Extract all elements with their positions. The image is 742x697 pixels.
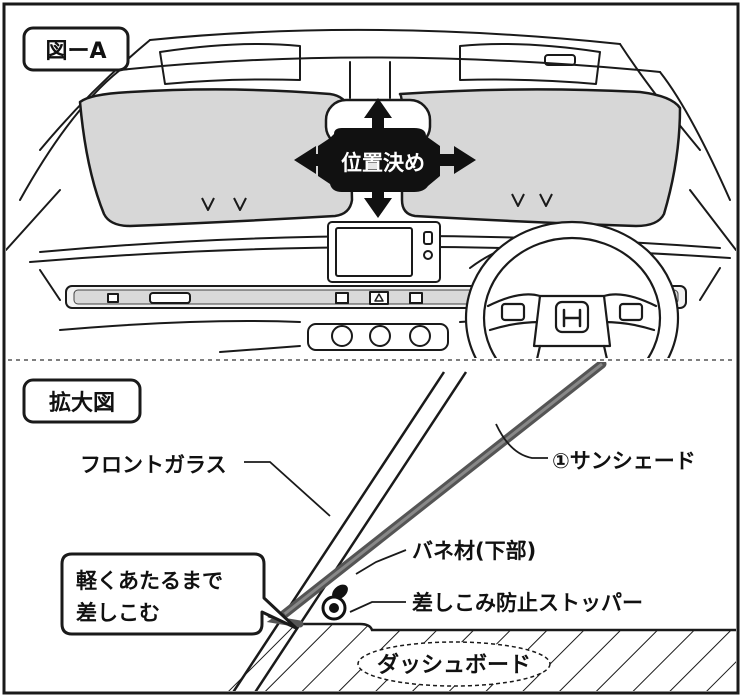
arrow-right-icon xyxy=(430,146,476,174)
marker-right-2 xyxy=(539,193,553,207)
windshield-label: フロントガラス xyxy=(80,453,227,477)
sunshade-label: ①サンシェード xyxy=(552,449,696,473)
marker-left-2 xyxy=(233,197,247,211)
marker-right-1 xyxy=(511,193,525,207)
leader-lines xyxy=(244,423,548,613)
dashboard-label: ダッシュボード xyxy=(377,652,531,678)
sunshade-left-panel xyxy=(78,88,354,228)
steering-wheel xyxy=(464,220,680,358)
positioning-arrows xyxy=(294,98,476,218)
leader-windshield xyxy=(244,461,331,517)
climate-knob-left xyxy=(331,325,353,347)
leader-spring xyxy=(355,549,407,575)
arrow-left-icon xyxy=(294,146,340,174)
windshield-glass xyxy=(232,371,446,691)
badge-enlarged-view: 拡大図 xyxy=(22,378,142,424)
center-display xyxy=(327,221,441,283)
climate-knob-center xyxy=(369,325,391,347)
leader-stopper xyxy=(349,601,406,613)
badge-enlarged-view-text: 拡大図 xyxy=(49,391,115,416)
car-interior-illustration xyxy=(6,28,736,251)
spring-label: バネ材(下部) xyxy=(412,539,536,563)
position-label: 位置決め xyxy=(341,151,425,175)
instruction-line-1: 軽くあたるまで xyxy=(76,569,223,593)
climate-knob-right xyxy=(409,325,431,347)
dashboard-callout: ダッシュボード xyxy=(357,641,551,687)
arrow-down-icon xyxy=(364,184,392,218)
badge-figure-a: 図ーA xyxy=(22,26,130,72)
stopper-label: 差しこみ防止ストッパー xyxy=(412,591,643,615)
instruction-callout: 軽くあたるまで 差しこむ xyxy=(60,552,298,636)
cross-section-illustration xyxy=(205,362,736,691)
instruction-line-2: 差しこむ xyxy=(76,601,160,625)
brand-emblem-icon xyxy=(562,308,582,328)
sunshade-right-panel xyxy=(398,88,682,228)
arrow-up-icon xyxy=(364,98,392,136)
leader-sunshade xyxy=(495,423,548,459)
marker-left-1 xyxy=(201,197,215,211)
badge-figure-a-text: 図ーA xyxy=(45,39,106,64)
